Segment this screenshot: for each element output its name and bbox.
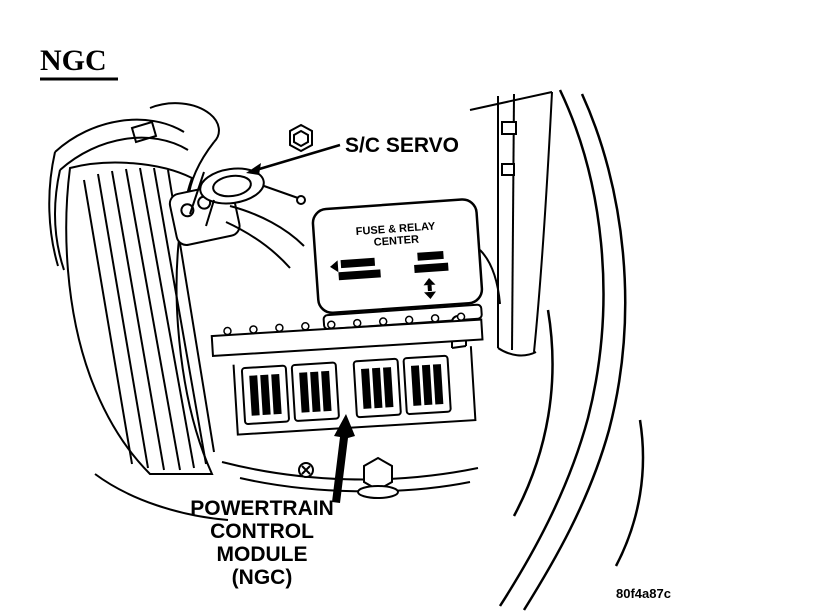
pcm-arrow [332,414,355,503]
pcm-connector-blocks [240,354,452,425]
rail-screws [223,312,466,336]
tray-bolt [298,456,399,499]
figure-title-group: NGC [40,44,118,81]
pcm-connectors [210,312,484,436]
engine-illustration [48,102,305,521]
hose-clamp [130,120,158,144]
pcm-label-line1: POWERTRAIN [190,497,334,520]
pdc-label-line1: FUSE & RELAY [355,220,436,238]
figure-code: 80f4a87c [616,586,671,601]
sc-servo-callout: S/C SERVO [246,134,459,175]
pcm-label-line4: (NGC) [232,566,293,589]
pcm-callout: POWERTRAIN CONTROL MODULE (NGC) [190,414,355,589]
pcm-tray [221,461,479,493]
fender-lines [498,89,645,611]
pdc-legend-marks [330,250,449,299]
cowl-bolt [289,123,313,153]
sc-servo-arrowhead [246,163,261,175]
pdc-label-line2: CENTER [373,234,419,249]
sc-servo-component [189,167,306,227]
valve-cover-ribs [83,167,215,471]
cowl-panel [469,91,553,357]
sc-servo-label: S/C SERVO [345,134,459,157]
pcm-label-line2: CONTROL [210,520,314,543]
figure-title: NGC [40,44,107,77]
fuse-relay-center-box: FUSE & RELAY CENTER [311,198,484,331]
pcm-label-line3: MODULE [217,543,308,566]
